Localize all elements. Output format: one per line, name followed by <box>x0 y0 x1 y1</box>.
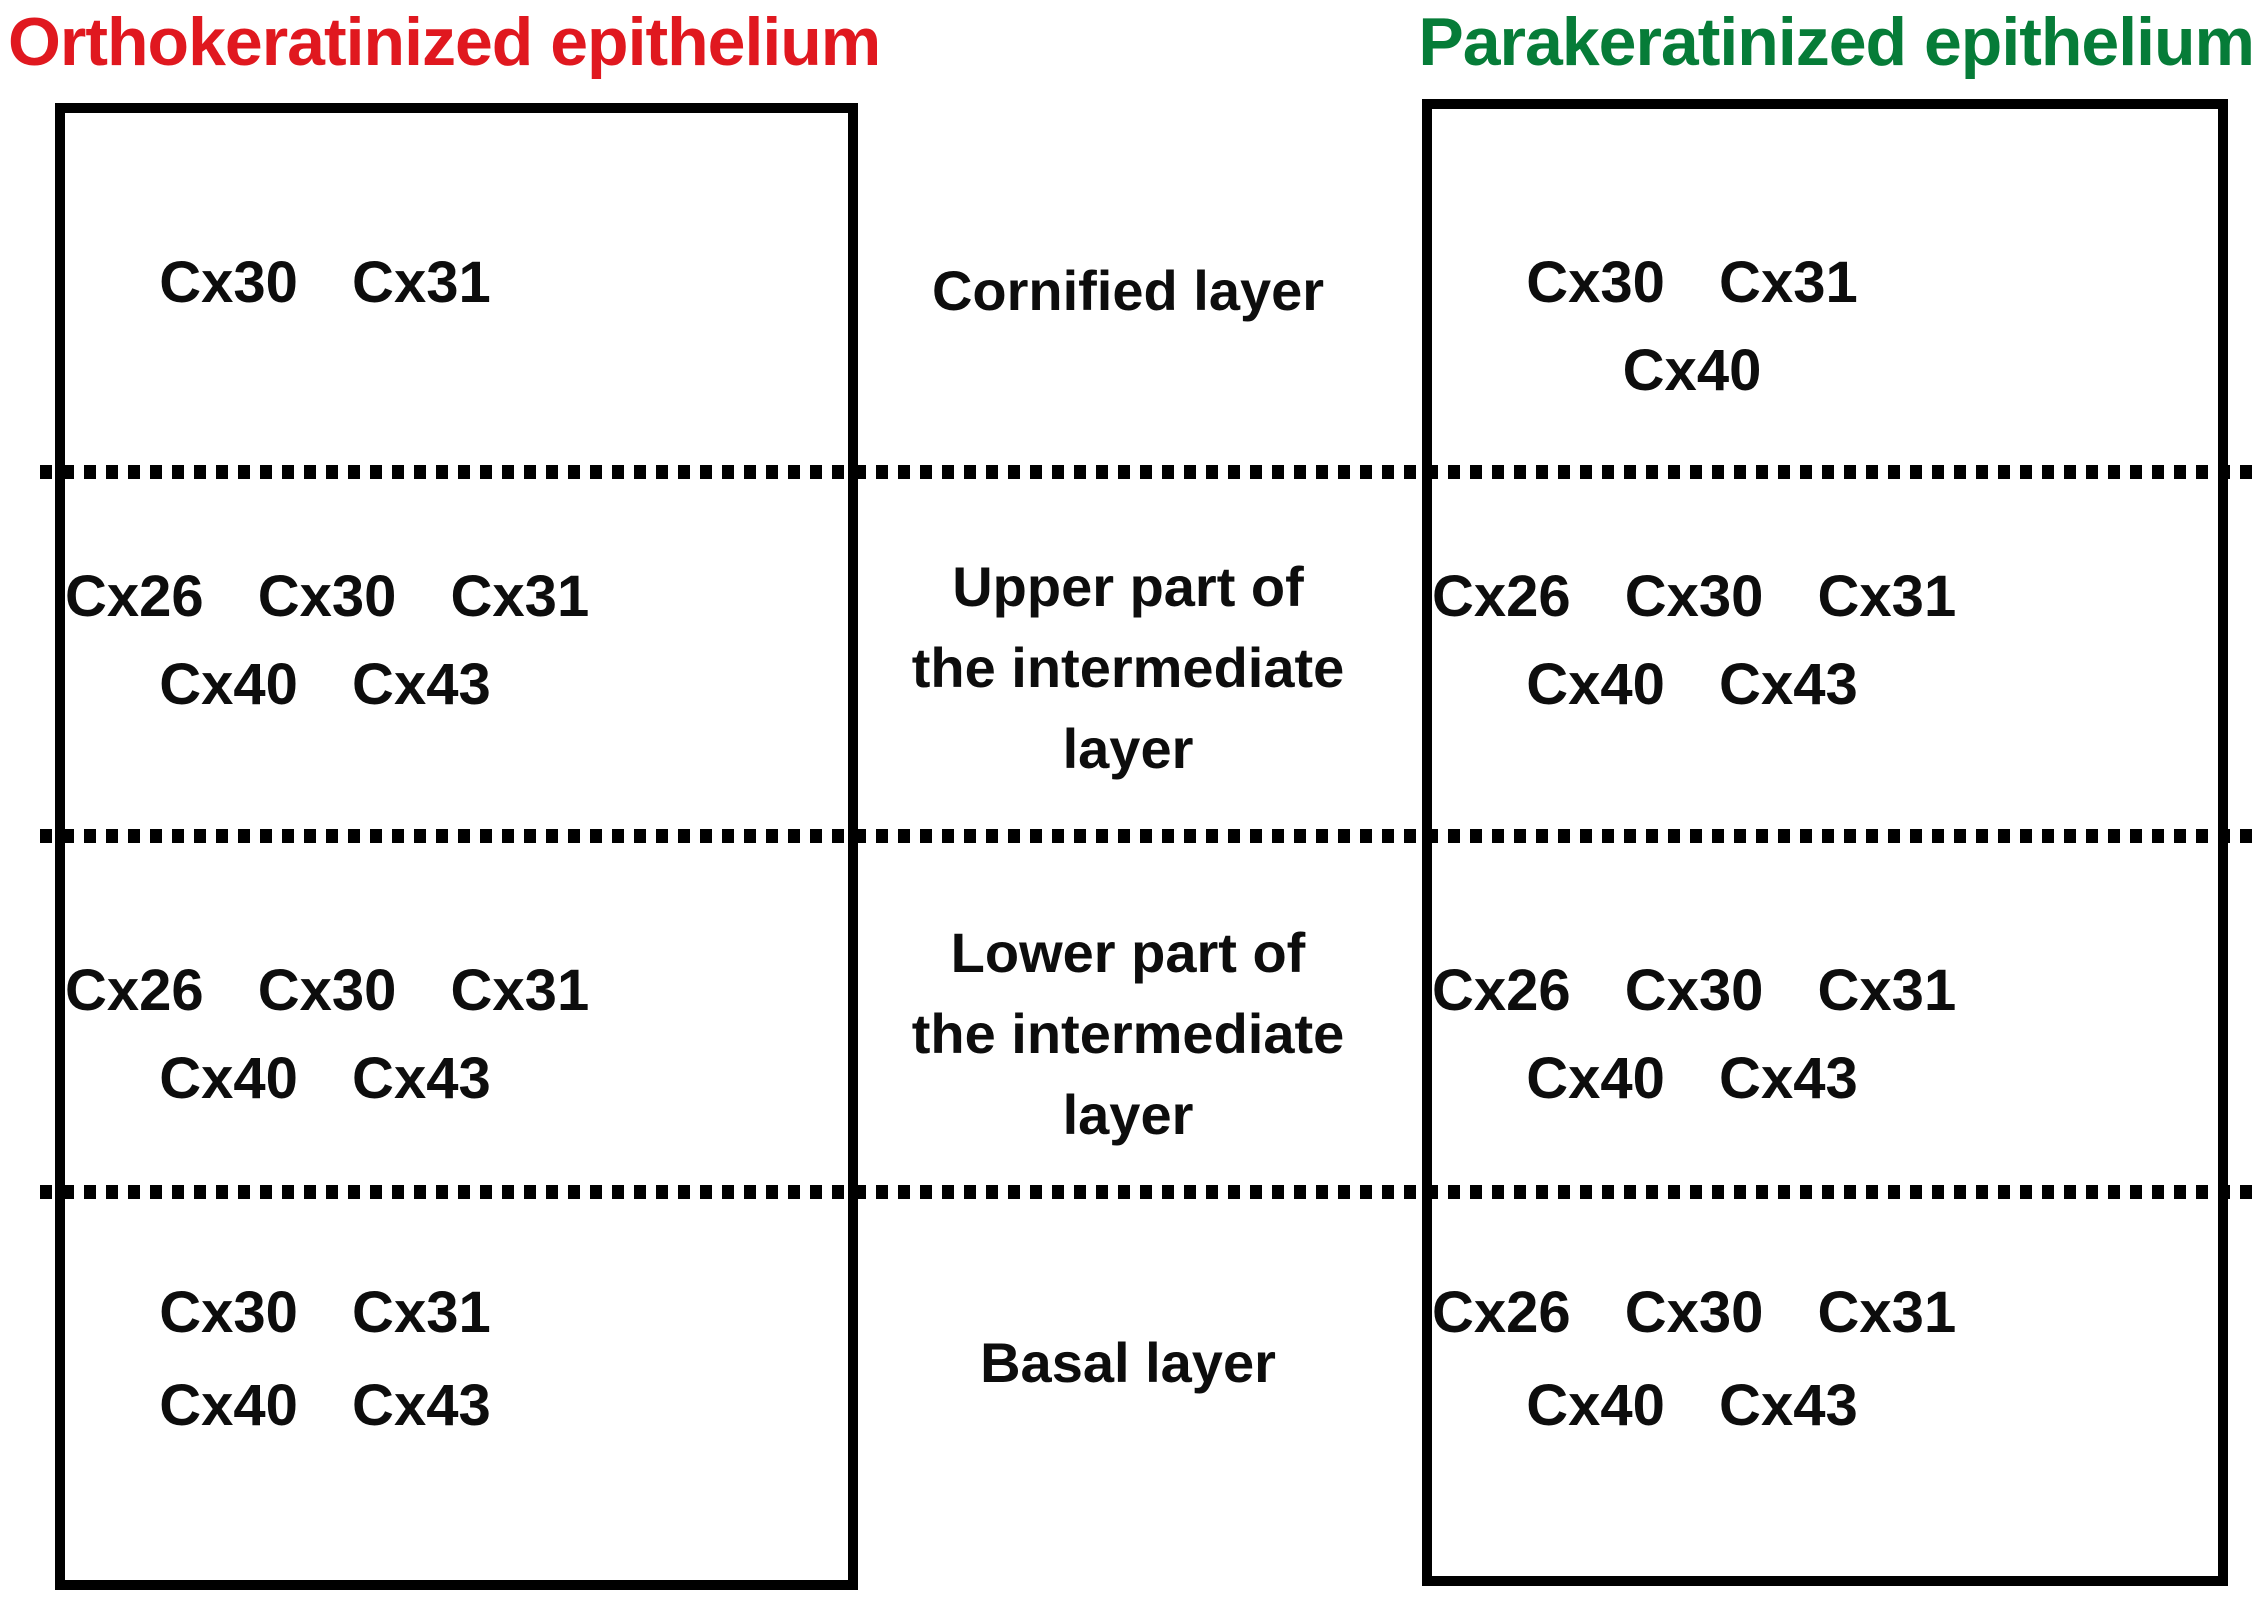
label-line: Lower part of <box>950 921 1306 984</box>
connexin-line: Cx26 Cx30 Cx31 <box>65 958 590 1023</box>
ortho-cornified-connexins: Cx30 Cx31 <box>65 239 585 327</box>
label-line: Basal layer <box>980 1331 1276 1394</box>
connexin-line: Cx40 <box>1622 338 1762 403</box>
para-cornified-connexins: Cx30 Cx31 Cx40 <box>1432 239 1952 415</box>
label-line: the intermediate <box>911 636 1345 699</box>
connexin-line: Cx40 Cx43 <box>1526 1373 1858 1438</box>
parakeratinized-title: Parakeratinized epithelium <box>1418 4 2255 80</box>
para-lower-intermediate-connexins: Cx26 Cx30 Cx31 Cx40 Cx43 <box>1432 947 1957 1123</box>
label-line: the intermediate <box>911 1002 1345 1065</box>
connexin-line: Cx40 Cx43 <box>159 652 491 717</box>
ortho-upper-intermediate-connexins: Cx26 Cx30 Cx31 Cx40 Cx43 <box>65 553 590 729</box>
layer-divider-3 <box>40 1185 2258 1199</box>
connexin-line: Cx26 Cx30 Cx31 <box>1432 1280 1957 1345</box>
label-line: layer <box>1062 1083 1194 1146</box>
layer-divider-2 <box>40 829 2258 843</box>
label-lower-intermediate-layer: Lower part of the intermediate layer <box>848 912 1408 1155</box>
layer-divider-1 <box>40 465 2258 479</box>
label-line: Upper part of <box>952 555 1304 618</box>
ortho-lower-intermediate-connexins: Cx26 Cx30 Cx31 Cx40 Cx43 <box>65 947 590 1123</box>
connexin-line: Cx40 Cx43 <box>159 1373 491 1438</box>
para-basal-connexins: Cx26 Cx30 Cx31 Cx40 Cx43 <box>1432 1266 1957 1452</box>
connexin-line: Cx26 Cx30 Cx31 <box>1432 564 1957 629</box>
label-cornified-layer: Cornified layer <box>848 250 1408 331</box>
connexin-line: Cx30 Cx31 <box>159 1280 491 1345</box>
para-upper-intermediate-connexins: Cx26 Cx30 Cx31 Cx40 Cx43 <box>1432 553 1957 729</box>
connexin-line: Cx26 Cx30 Cx31 <box>1432 958 1957 1023</box>
label-line: layer <box>1062 717 1194 780</box>
connexin-line: Cx26 Cx30 Cx31 <box>65 564 590 629</box>
ortho-basal-connexins: Cx30 Cx31 Cx40 Cx43 <box>65 1266 585 1452</box>
connexin-line: Cx30 Cx31 <box>1526 250 1858 315</box>
label-basal-layer: Basal layer <box>848 1322 1408 1403</box>
label-line: Cornified layer <box>931 259 1325 322</box>
connexin-line: Cx40 Cx43 <box>159 1046 491 1111</box>
orthokeratinized-title: Orthokeratinized epithelium <box>8 4 881 80</box>
orthokeratinized-box <box>55 103 858 1590</box>
label-upper-intermediate-layer: Upper part of the intermediate layer <box>848 546 1408 789</box>
connexin-line: Cx40 Cx43 <box>1526 652 1858 717</box>
connexin-line: Cx40 Cx43 <box>1526 1046 1858 1111</box>
connexin-line: Cx30 Cx31 <box>159 250 491 315</box>
